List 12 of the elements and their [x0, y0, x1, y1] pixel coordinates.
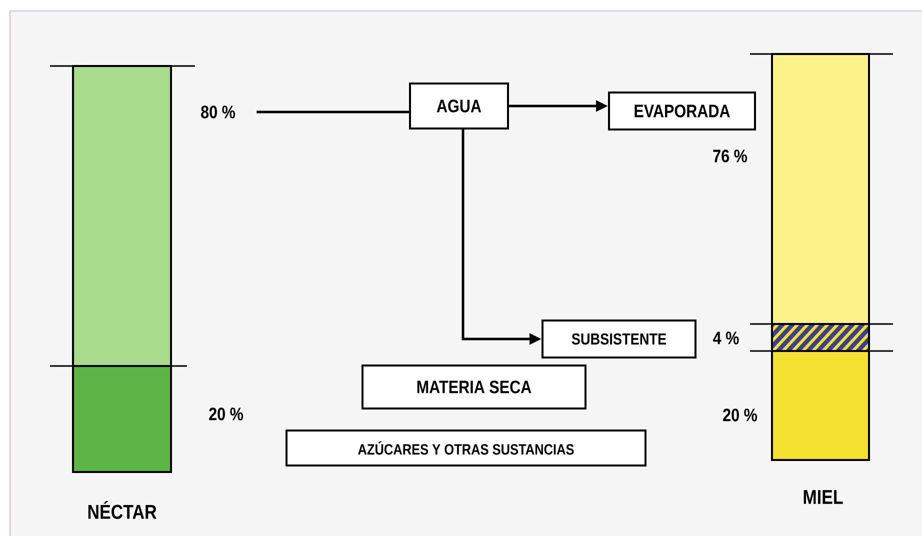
text-label: 76 % — [713, 150, 748, 162]
text-box: AGUA — [409, 82, 509, 130]
text-label: 4 % — [713, 332, 739, 344]
text-label: NÉCTAR — [88, 501, 156, 519]
text-box: MATERIA SECA — [362, 364, 586, 410]
text-box: SUBSISTENTE — [542, 319, 696, 358]
text-box: AZÚCARES Y OTRAS SUSTANCIAS — [286, 430, 646, 466]
text-label: 20 % — [723, 408, 758, 422]
text-box: EVAPORADA — [608, 92, 756, 130]
percent-label: 80 % — [201, 106, 236, 118]
text-label: MIEL — [804, 490, 843, 504]
text-label: 20 % — [209, 408, 244, 420]
